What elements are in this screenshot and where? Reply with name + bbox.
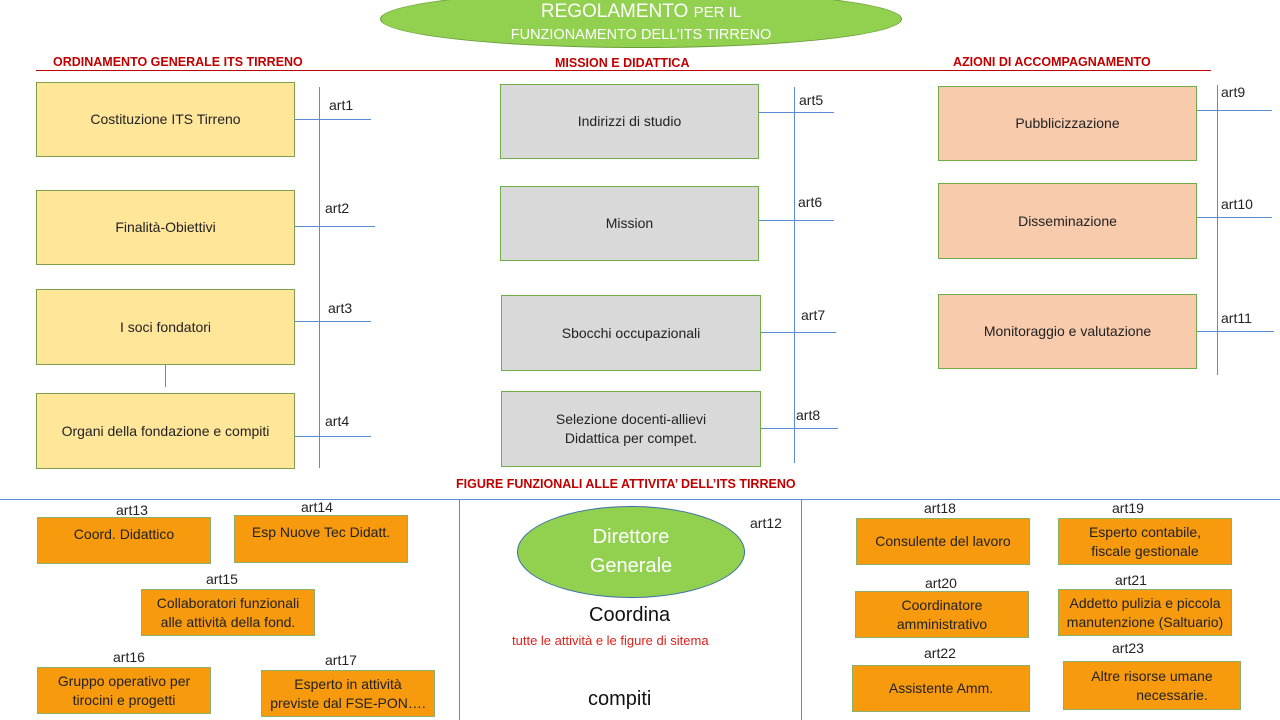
connector-art9 (1197, 110, 1272, 111)
connector-art7 (761, 332, 836, 333)
compiti-text: compiti (588, 688, 652, 710)
coordina-text: Coordina (589, 604, 671, 626)
direttore-generale-ellipse: Direttore Generale (517, 506, 745, 598)
box-monitoraggio: Monitoraggio e valutazione (938, 294, 1197, 369)
box-soci-fondatori: I soci fondatori (36, 289, 295, 365)
bottom-divider-left (459, 499, 460, 720)
box-mission: Mission (500, 186, 759, 261)
section-left-heading: ORDINAMENTO GENERALE ITS TIRRENO (53, 55, 303, 69)
left-spine (319, 87, 320, 468)
art2-label: art2 (325, 200, 350, 216)
art8-label: art8 (796, 407, 821, 423)
title-ellipse: REGOLAMENTO PER IL FUNZIONAMENTO DELL’IT… (380, 0, 902, 48)
box-coord-didattico: Coord. Didattico (37, 517, 211, 564)
box-pubblicizzazione: Pubblicizzazione (938, 86, 1197, 161)
right-spine (1217, 85, 1218, 375)
art7-label: art7 (801, 307, 826, 323)
director-line1: Direttore (592, 526, 670, 548)
art14-label: art14 (301, 499, 333, 515)
art22-label: art22 (924, 645, 956, 661)
section-right-heading: AZIONI DI ACCOMPAGNAMENTO (953, 55, 1151, 69)
art9-label: art9 (1221, 84, 1246, 100)
art15-label: art15 (206, 571, 238, 587)
box-assistente-amm: Assistente Amm. (852, 665, 1030, 712)
art12-label: art12 (750, 515, 782, 531)
box-consulente: Consulente del lavoro (856, 518, 1030, 565)
connector-art3 (295, 321, 371, 322)
art19-label: art19 (1112, 500, 1144, 516)
art20-label: art20 (925, 575, 957, 591)
box-costituzione: Costituzione ITS Tirreno (36, 82, 295, 157)
red-rule (36, 70, 1211, 71)
art18-label: art18 (924, 500, 956, 516)
art5-label: art5 (799, 92, 824, 108)
box-finalita: Finalità-Obiettivi (36, 190, 295, 265)
connector-art5 (759, 112, 834, 113)
coordina-subtext: tutte le attività e le figure di sitema (512, 633, 709, 648)
art3-label: art3 (328, 300, 353, 316)
box-esp-nuove-tec: Esp Nuove Tec Didatt. (234, 515, 408, 563)
box-esperto-contabile: Esperto contabile,fiscale gestionale (1058, 518, 1232, 565)
connector-art6 (759, 220, 834, 221)
art4-label: art4 (325, 413, 350, 429)
middle-spine (794, 87, 795, 463)
box-sbocchi: Sbocchi occupazionali (501, 295, 761, 371)
bottom-rule (0, 499, 1280, 500)
title-main: REGOLAMENTO (540, 1, 689, 22)
title-line2: FUNZIONAMENTO DELL’ITS TIRRENO (510, 27, 772, 43)
art16-label: art16 (113, 649, 145, 665)
art17-label: art17 (325, 652, 357, 668)
art23-label: art23 (1112, 640, 1144, 656)
art21-label: art21 (1115, 572, 1147, 588)
title-rest: PER IL (693, 4, 742, 21)
box-disseminazione: Disseminazione (938, 183, 1197, 259)
director-line2: Generale (589, 555, 673, 577)
art6-label: art6 (798, 194, 823, 210)
art11-label: art11 (1221, 310, 1252, 326)
connector-art1 (295, 119, 371, 120)
left-link-line (165, 365, 166, 387)
section-middle-heading: MISSION E DIDATTICA (555, 56, 690, 70)
connector-art10 (1197, 217, 1272, 218)
connector-art4 (295, 436, 371, 437)
art13-label: art13 (116, 502, 148, 518)
connector-art8 (761, 428, 838, 429)
section-bottom-heading: FIGURE FUNZIONALI ALLE ATTIVITA’ DELL’IT… (456, 477, 796, 491)
bottom-divider-right (801, 499, 802, 720)
connector-art2 (295, 226, 375, 227)
art1-label: art1 (329, 97, 354, 113)
box-organi: Organi della fondazione e compiti (36, 393, 295, 469)
box-indirizzi: Indirizzi di studio (500, 84, 759, 159)
art10-label: art10 (1221, 196, 1253, 212)
connector-art11 (1197, 331, 1274, 332)
